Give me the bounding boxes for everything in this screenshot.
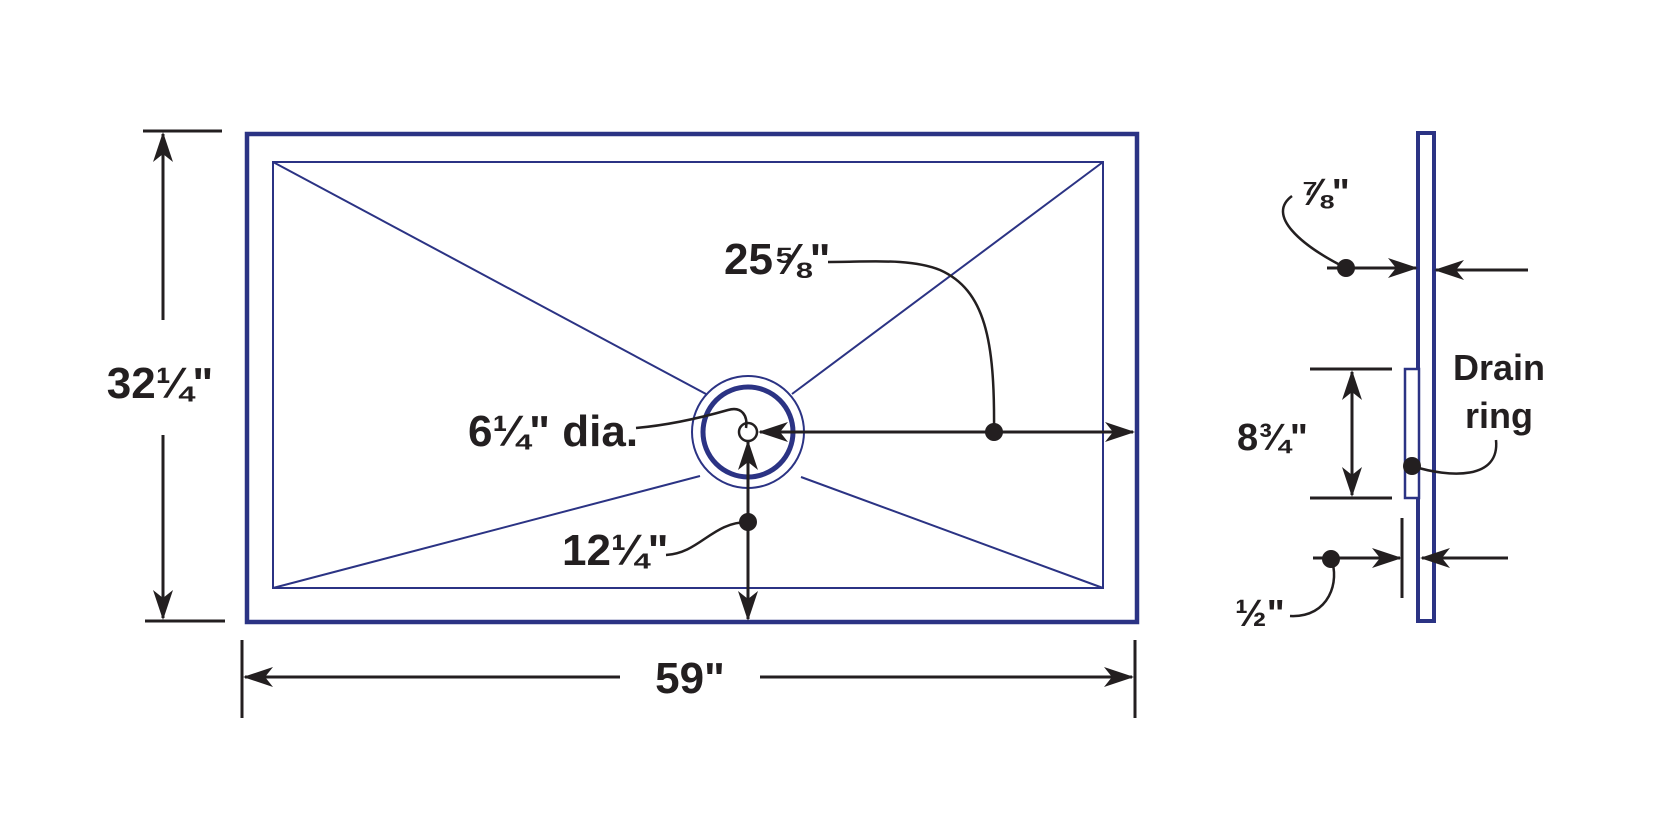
top-view	[244, 131, 1140, 625]
drain-front-dimension	[665, 440, 758, 621]
slope-lines	[272, 161, 1104, 589]
drain-front-label: 12¼"	[562, 526, 669, 575]
drain-right-leader	[827, 260, 996, 433]
thickness-leader	[1281, 194, 1347, 270]
drain-center-point	[737, 421, 759, 443]
drain-right-leader-dot	[985, 423, 1003, 441]
thickness-label: ⅞"	[1300, 172, 1350, 214]
drain-front-leader	[665, 520, 749, 557]
projection-leader-dot	[1322, 550, 1340, 568]
pan-outer-rim	[244, 131, 1140, 625]
projection-leader	[1289, 558, 1336, 618]
projection-dimension	[1289, 518, 1508, 618]
ring-height-dimension	[1310, 367, 1392, 500]
drain-diameter-label: 6¼" dia.	[468, 407, 638, 456]
side-view	[1403, 131, 1436, 623]
drain-ring-leader	[1411, 439, 1498, 475]
drain-front-leader-dot	[739, 513, 757, 531]
width-label: 59"	[655, 654, 725, 703]
drain-right-dimension	[758, 260, 1135, 442]
projection-label: ½"	[1235, 593, 1285, 635]
depth-label: 32¼"	[107, 359, 214, 408]
drain-diameter-leader	[635, 407, 748, 430]
drain-ring-label-line1: Drain	[1453, 347, 1545, 388]
drain-ring-leader-dot	[1403, 457, 1421, 475]
drain-ring-label-line2: ring	[1465, 395, 1533, 436]
pan-side-profile	[1416, 131, 1436, 623]
pan-inner-floor	[272, 161, 1104, 589]
drain-ring-profile	[1403, 367, 1421, 500]
ring-height-label: 8¾"	[1237, 417, 1308, 459]
thickness-leader-dot	[1337, 259, 1355, 277]
depth-dimension	[143, 129, 225, 623]
drain-right-label: 25⅝"	[724, 235, 831, 284]
width-dimension	[240, 640, 1137, 718]
